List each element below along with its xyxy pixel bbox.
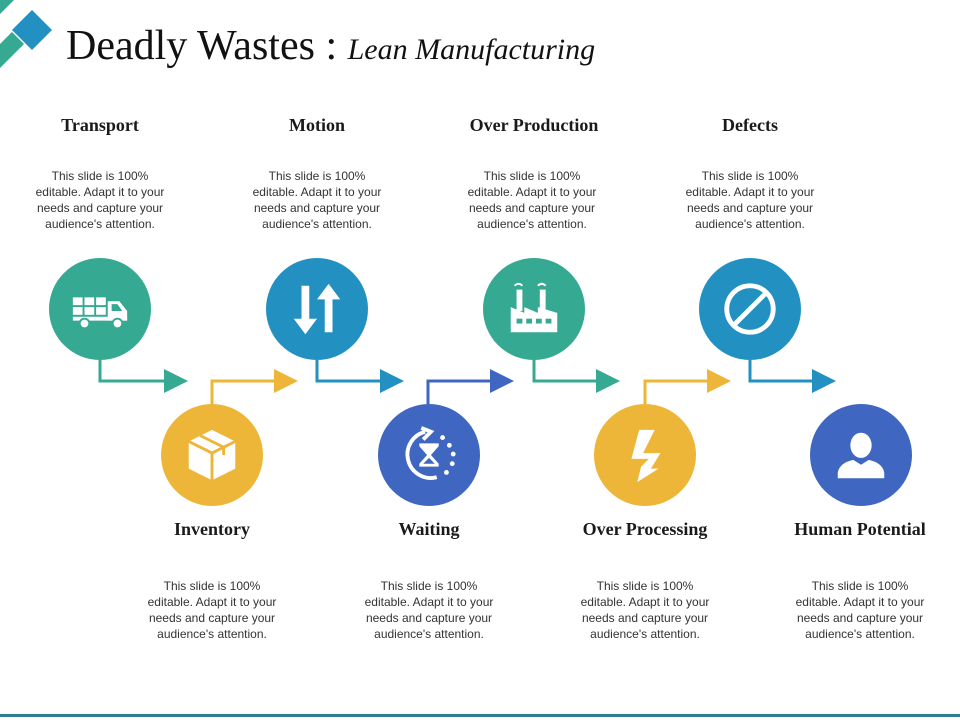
step-desc-over-processing: This slide is 100% editable. Adapt it to… <box>580 579 710 641</box>
step-circle-over-production <box>483 258 585 360</box>
step-circle-human-potential <box>810 404 912 506</box>
connector-waiting <box>426 369 514 404</box>
step-title-waiting: Waiting <box>398 519 460 539</box>
prohibited-icon <box>724 283 776 335</box>
step-desc-inventory: This slide is 100% editable. Adapt it to… <box>147 579 277 641</box>
step-title-defects: Defects <box>722 115 778 135</box>
title-text: Deadly Wastes : <box>66 23 338 69</box>
subtitle-text: Lean Manufacturing <box>347 33 596 66</box>
teal-diamond <box>0 32 24 68</box>
step-circle-waiting <box>378 404 480 506</box>
hourglass-icon <box>405 426 456 480</box>
step-title-human-potential: Human Potential <box>794 519 926 539</box>
step-circle-transport <box>49 258 151 360</box>
person-icon <box>837 432 885 479</box>
blue-diamond <box>12 10 52 50</box>
corner-diamond-logo <box>0 0 52 68</box>
lightning-icon <box>631 429 661 483</box>
box-icon <box>188 429 236 481</box>
connector-defects <box>748 360 836 393</box>
connector-inventory <box>210 369 298 404</box>
step-circle-over-processing <box>594 404 696 506</box>
connector-transport <box>98 360 188 393</box>
truck-icon <box>72 297 128 330</box>
step-desc-defects: This slide is 100% editable. Adapt it to… <box>685 169 815 231</box>
step-desc-motion: This slide is 100% editable. Adapt it to… <box>252 169 382 231</box>
step-title-motion: Motion <box>289 115 345 135</box>
step-circle-defects <box>699 258 801 360</box>
step-circle-motion <box>266 258 368 360</box>
connector-motion <box>315 360 404 393</box>
connector-overprocessing <box>643 369 731 404</box>
bottom-accent-bar <box>0 714 960 717</box>
step-desc-waiting: This slide is 100% editable. Adapt it to… <box>364 579 494 641</box>
step-title-transport: Transport <box>61 115 139 135</box>
step-desc-human-potential: This slide is 100% editable. Adapt it to… <box>795 579 925 641</box>
teal-corner <box>0 0 14 14</box>
page-title: Deadly Wastes : Lean Manufacturing <box>66 22 595 70</box>
step-title-over-production: Over Production <box>469 115 599 135</box>
up-down-arrows-icon <box>293 283 341 335</box>
step-desc-over-production: This slide is 100% editable. Adapt it to… <box>467 169 597 231</box>
step-circle-inventory <box>161 404 263 506</box>
connector-overproduction <box>532 360 620 393</box>
step-title-inventory: Inventory <box>174 519 250 539</box>
step-title-over-processing: Over Processing <box>582 519 708 539</box>
step-desc-transport: This slide is 100% editable. Adapt it to… <box>35 169 165 231</box>
factory-icon <box>510 282 558 333</box>
